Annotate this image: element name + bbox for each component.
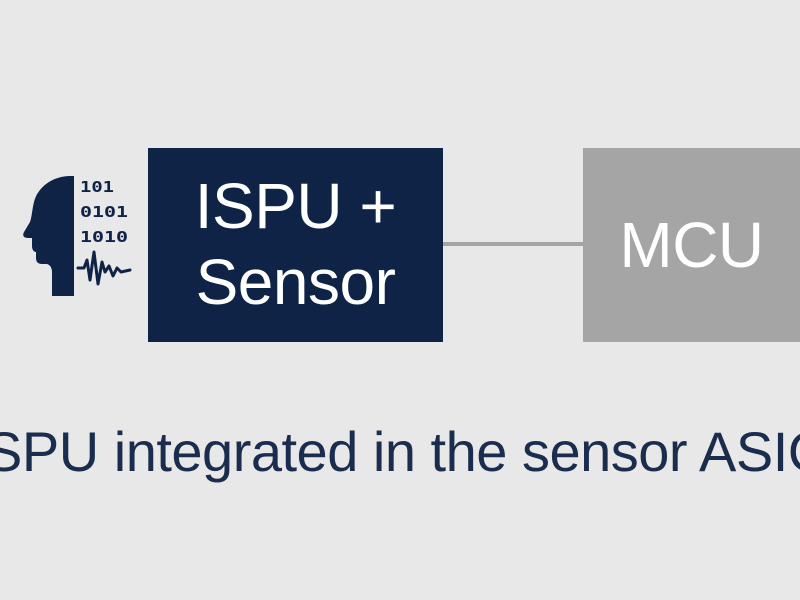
ispu-mcu-connector (443, 242, 584, 246)
ispu-sensor-block: ISPU + Sensor (148, 148, 443, 342)
ispu-block-line2: Sensor (195, 246, 396, 318)
ispu-block-line1: ISPU + (194, 170, 397, 243)
diagram-caption: ISPU integrated in the sensor ASIC (0, 420, 800, 483)
svg-text:101: 101 (80, 178, 114, 196)
ai-head-binary-waveform-icon: 101 0101 1010 (23, 176, 132, 296)
mcu-block: MCU (583, 148, 800, 342)
svg-text:0101: 0101 (80, 203, 128, 221)
mcu-block-label: MCU (619, 209, 764, 281)
svg-text:1010: 1010 (80, 228, 128, 246)
